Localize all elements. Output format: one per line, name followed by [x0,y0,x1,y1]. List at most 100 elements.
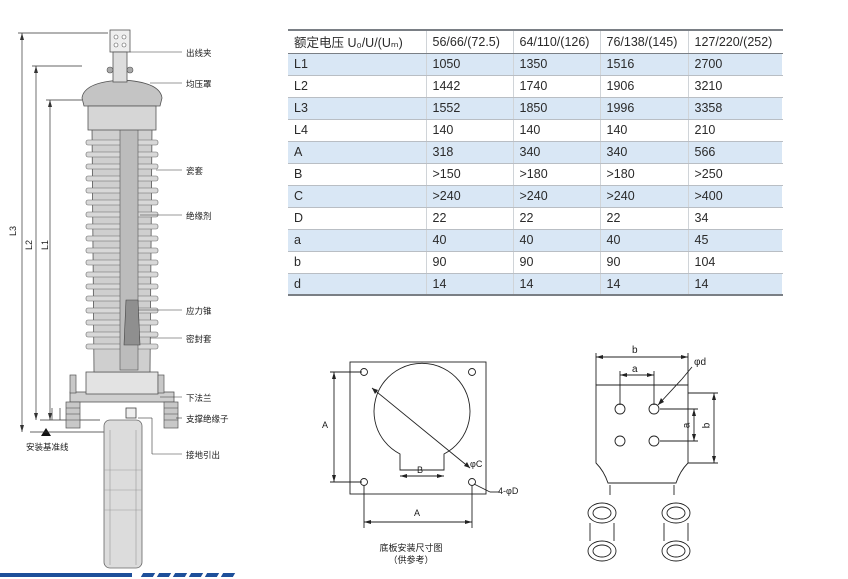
dim-l2: L2 [24,239,35,251]
plate-dim-holes: 4-φD [498,486,519,496]
spec-table: 额定电压 U₀/U/(Uₘ) 56/66/(72.5) 64/110/(126)… [288,29,783,296]
label-ground-lead: 接地引出 [186,450,221,460]
terminal-dim-b-top: b [632,345,638,356]
cell: >240 [513,185,601,208]
table-row: D 22 22 22 34 [288,207,783,230]
label-support-insulator: 支撑绝缘子 [186,414,229,424]
table-row: L2 1442 1740 1906 3210 [288,75,783,98]
row-label: L4 [288,119,427,142]
header-col-3: 76/138/(145) [600,29,689,54]
plate-dim-c: φC [470,459,483,469]
footer-dash [220,573,236,577]
footer-bar [0,573,132,577]
footer-dash [156,573,172,577]
table-row: L1 1050 1350 1516 2700 [288,53,783,76]
label-porcelain-sleeve: 瓷套 [186,166,204,176]
dim-l3: L3 [8,225,19,237]
cell: >180 [600,163,689,186]
cell: 14 [688,273,783,296]
footer-dash [188,573,204,577]
label-install-datum: 安装基准线 [26,442,69,452]
row-label: d [288,273,427,296]
label-lower-flange: 下法兰 [186,393,212,403]
cell: 22 [513,207,601,230]
cell: 140 [600,119,689,142]
row-label: L3 [288,97,427,120]
cell: >400 [688,185,783,208]
cell: 34 [688,207,783,230]
cell: 90 [426,251,514,274]
terminal-drawing [587,353,718,562]
cell: 1516 [600,53,689,76]
terminal-dim-d: φd [694,357,707,368]
cell: 1850 [513,97,601,120]
terminal-dim-a-top: a [632,364,638,375]
row-label: D [288,207,427,230]
cell: 90 [600,251,689,274]
cell: 1906 [600,75,689,98]
plate-caption-title: 底板安装尺寸图 [379,543,443,553]
cell: 1350 [513,53,601,76]
header-rated-voltage: 额定电压 U₀/U/(Uₘ) [288,29,427,54]
header-col-1: 56/66/(72.5) [426,29,514,54]
base-plate-drawing [330,361,500,528]
table-row: B >150 >180 >180 >250 [288,163,783,186]
label-sealing-sleeve: 密封套 [186,334,212,344]
cell: 1050 [426,53,514,76]
cell: 566 [688,141,783,164]
cell: 40 [426,229,514,252]
table-row: d 14 14 14 14 [288,273,783,296]
plate-dim-b: B [417,465,424,475]
cell: 22 [600,207,689,230]
label-stress-cone: 应力锥 [186,306,212,316]
cell: 40 [600,229,689,252]
cell: >240 [426,185,514,208]
label-grading-ring: 均压罩 [186,79,212,89]
cell: 45 [688,229,783,252]
terminal-dim-b-side: b [701,422,713,429]
cell: 14 [600,273,689,296]
cell: >150 [426,163,514,186]
cell: 14 [513,273,601,296]
cell: 1442 [426,75,514,98]
row-label: a [288,229,427,252]
table-row: L3 1552 1850 1996 3358 [288,97,783,120]
cell: 3210 [688,75,783,98]
dim-l1: L1 [40,239,51,251]
cell: 14 [426,273,514,296]
cell: 1740 [513,75,601,98]
termination-drawing [18,29,182,569]
table-header-row: 额定电压 U₀/U/(Uₘ) 56/66/(72.5) 64/110/(126)… [288,29,783,54]
cell: 40 [513,229,601,252]
plate-caption-note: （供参考） [388,555,434,565]
plate-caption: 底板安装尺寸图 （供参考） [366,542,456,566]
cell: 318 [426,141,514,164]
terminal-dim-a-side: a [681,422,693,429]
label-outlet-clamp: 出线夹 [186,48,212,58]
header-col-2: 64/110/(126) [513,29,601,54]
row-label: A [288,141,427,164]
label-insulant: 绝缘剂 [186,211,212,221]
cell: 140 [426,119,514,142]
table-row: A 318 340 340 566 [288,141,783,164]
cell: 90 [513,251,601,274]
cell: 3358 [688,97,783,120]
cell: >240 [600,185,689,208]
cell: 1996 [600,97,689,120]
footer-dash [140,573,156,577]
cell: 340 [513,141,601,164]
cell: 2700 [688,53,783,76]
cell: 22 [426,207,514,230]
footer-dash [172,573,188,577]
cell: 140 [513,119,601,142]
row-label: C [288,185,427,208]
cell: 1552 [426,97,514,120]
table-row: L4 140 140 140 210 [288,119,783,142]
row-label: b [288,251,427,274]
plate-dim-a-vertical: A [322,420,329,430]
footer-dash [204,573,220,577]
plate-dim-a-horizontal: A [414,508,421,518]
row-label: L1 [288,53,427,76]
cell: 210 [688,119,783,142]
table-row: a 40 40 40 45 [288,229,783,252]
